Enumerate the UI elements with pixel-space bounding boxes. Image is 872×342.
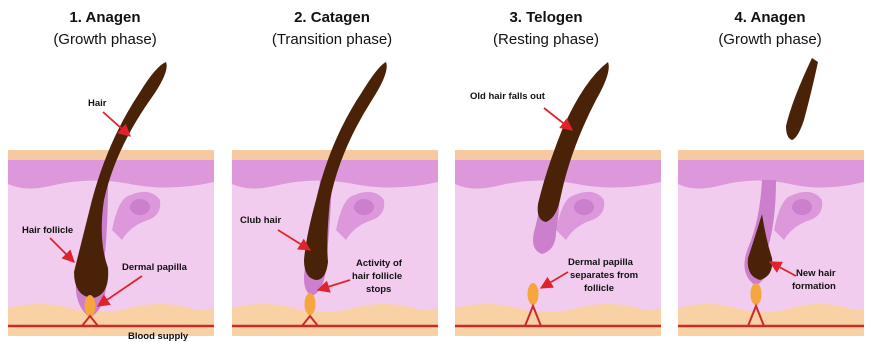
- label-separates-1: Dermal papilla: [568, 257, 634, 268]
- label-activity-2: hair follicle: [352, 271, 402, 282]
- label-hair-follicle: Hair follicle: [22, 225, 73, 236]
- skin-cross-section: [8, 150, 214, 336]
- panel-telogen: 3. Telogen (Resting phase) Old hair fall…: [455, 9, 661, 336]
- label-activity-3: stops: [366, 284, 391, 295]
- panel-title: 3. Telogen: [509, 9, 582, 26]
- panel-subtitle: (Resting phase): [493, 31, 599, 48]
- shed-hair: [786, 58, 818, 140]
- panel-title: 1. Anagen: [69, 9, 140, 26]
- dermal-papilla: [528, 283, 539, 305]
- label-blood-supply: Blood supply: [128, 331, 189, 342]
- dermal-papilla: [751, 283, 762, 305]
- label-new-hair-1: New hair: [796, 268, 836, 279]
- label-new-hair-2: formation: [792, 281, 836, 292]
- panel-anagen-1: 1. Anagen (Growth phase) Hair Hair folli…: [8, 9, 214, 342]
- dermal-papilla: [305, 293, 316, 315]
- label-old-hair: Old hair falls out: [470, 91, 546, 102]
- dermal-papilla: [85, 295, 96, 317]
- label-dermal-papilla: Dermal papilla: [122, 262, 188, 273]
- panel-catagen: 2. Catagen (Transition phase) Club hair …: [232, 9, 438, 336]
- label-hair: Hair: [88, 98, 107, 109]
- label-separates-3: follicle: [584, 283, 614, 294]
- panel-anagen-4: 4. Anagen (Growth phase) New hair format…: [678, 9, 864, 336]
- label-club-hair: Club hair: [240, 215, 281, 226]
- panel-subtitle: (Growth phase): [718, 31, 821, 48]
- skin-cross-section: [678, 150, 864, 336]
- panel-title: 4. Anagen: [734, 9, 805, 26]
- panel-subtitle: (Growth phase): [53, 31, 156, 48]
- label-separates-2: separates from: [570, 270, 638, 281]
- panel-subtitle: (Transition phase): [272, 31, 392, 48]
- panel-title: 2. Catagen: [294, 9, 370, 26]
- label-activity-1: Activity of: [356, 258, 403, 269]
